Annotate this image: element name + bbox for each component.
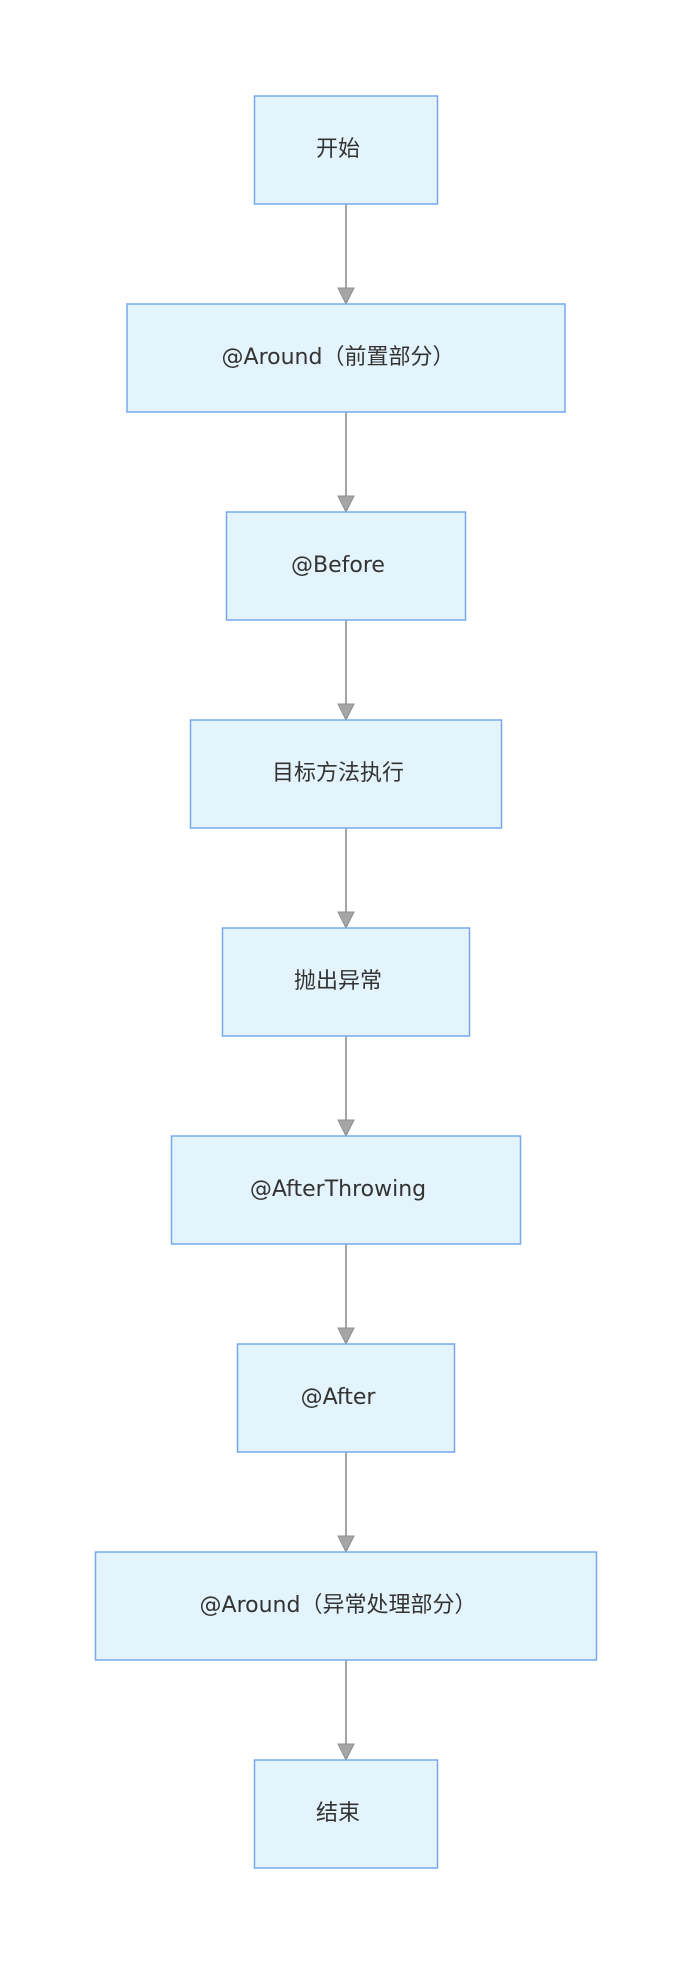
node-after-throwing: @AfterThrowing bbox=[170, 1135, 522, 1245]
node-box bbox=[126, 303, 566, 413]
node-before: @Before bbox=[225, 511, 467, 621]
node-throw: 抛出异常 bbox=[221, 927, 471, 1037]
node-box bbox=[94, 1551, 598, 1661]
node-box bbox=[221, 927, 471, 1037]
edge-after-to-around-exception bbox=[337, 1452, 355, 1554]
node-around-before: @Around（前置部分） bbox=[126, 303, 566, 413]
arrowhead-icon bbox=[337, 703, 355, 722]
node-label: 抛出异常 bbox=[294, 969, 382, 994]
arrowhead-icon bbox=[337, 287, 355, 306]
arrowhead-icon bbox=[337, 495, 355, 514]
node-box bbox=[236, 1343, 456, 1453]
edge-around-before-to-before bbox=[337, 412, 355, 514]
node-label: @Around（异常处理部分） bbox=[200, 1593, 477, 1618]
node-label: @Before bbox=[291, 553, 385, 578]
node-label: @AfterThrowing bbox=[250, 1177, 426, 1202]
edge-throw-to-after-throwing bbox=[337, 1036, 355, 1138]
edge-before-to-target bbox=[337, 620, 355, 722]
node-label: 开始 bbox=[316, 137, 360, 162]
node-box bbox=[225, 511, 467, 621]
node-start: 开始 bbox=[253, 95, 439, 205]
arrowhead-icon bbox=[337, 911, 355, 930]
node-box bbox=[253, 95, 439, 205]
arrowhead-icon bbox=[337, 1743, 355, 1762]
node-target: 目标方法执行 bbox=[189, 719, 503, 829]
edge-around-exception-to-end bbox=[337, 1660, 355, 1762]
node-box bbox=[170, 1135, 522, 1245]
node-box bbox=[253, 1759, 439, 1869]
arrowhead-icon bbox=[337, 1327, 355, 1346]
edge-after-throwing-to-after bbox=[337, 1244, 355, 1346]
arrowhead-icon bbox=[337, 1119, 355, 1138]
node-end: 结束 bbox=[253, 1759, 439, 1869]
node-label: @Around（前置部分） bbox=[222, 345, 455, 370]
node-label: 结束 bbox=[316, 1801, 360, 1826]
node-label: @After bbox=[301, 1385, 377, 1410]
node-label: 目标方法执行 bbox=[272, 761, 404, 786]
arrowhead-icon bbox=[337, 1535, 355, 1554]
node-after: @After bbox=[236, 1343, 456, 1453]
edge-start-to-around-before bbox=[337, 204, 355, 306]
flowchart-edges bbox=[337, 204, 355, 1762]
edge-target-to-throw bbox=[337, 828, 355, 930]
node-box bbox=[189, 719, 503, 829]
node-around-exception: @Around（异常处理部分） bbox=[94, 1551, 598, 1661]
